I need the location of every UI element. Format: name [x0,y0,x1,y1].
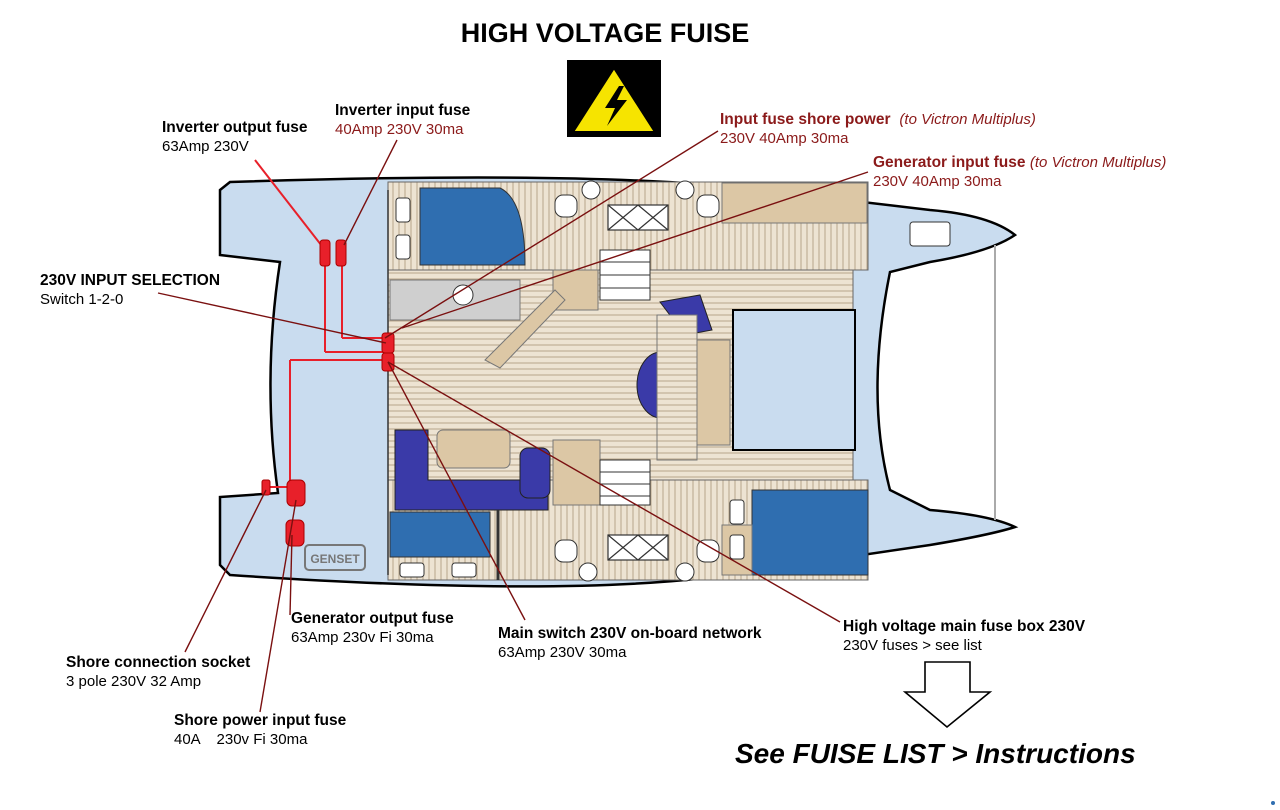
inverter-input-fuse-label: Inverter input fuse 40Amp 230V 30ma [335,102,471,138]
leader-lines [157,130,869,713]
input-selection-label: 230V INPUT SELECTION Switch 1-2-0 [40,272,221,308]
input-fuse-shore-power-label: Input fuse shore power (to Victron Multi… [720,111,1036,147]
main-switch-label: Main switch 230V on-board network 63Amp … [498,625,762,661]
main-fuse-box-label: High voltage main fuse box 230V 230V fus… [843,618,1086,654]
shore-connection-socket [261,479,271,496]
inverter-output-fuse-label: Inverter output fuse 63Amp 230V [162,119,308,155]
generator-input-fuse-label: Generator input fuse (to Victron Multipl… [873,154,1167,190]
down-arrow-icon [902,661,993,729]
shore-connection-socket-label: Shore connection socket 3 pole 230V 32 A… [66,654,251,690]
generator-output-fuse-label: Generator output fuse 63Amp 230v Fi 30ma [291,610,454,646]
fuse-list-instructions-text: See FUISE LIST > Instructions [735,738,1136,769]
high-voltage-warning-icon [567,60,661,137]
genset-label: GENSET [310,552,360,566]
inverter-input-fuse [335,239,347,267]
shore-input-fuse [286,479,306,507]
generator-output-fuse [285,519,305,547]
inverter-output-fuse [319,239,331,267]
catamaran-hull: GENSET [218,176,1019,588]
page-title: HIGH VOLTAGE FUISE [460,18,750,48]
wiring [254,159,388,490]
shore-power-input-fuse-label: Shore power input fuse 40A 230v Fi 30ma [174,712,347,748]
